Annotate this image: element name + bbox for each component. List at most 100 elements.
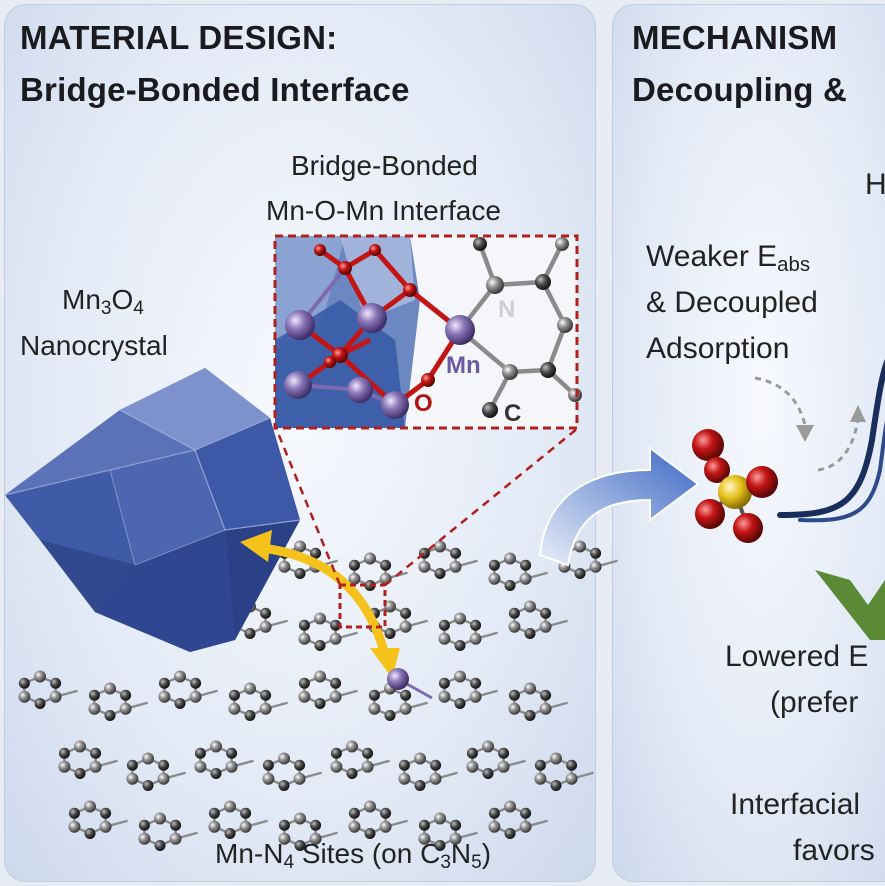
check-mark-icon xyxy=(815,570,885,640)
lattice-atom xyxy=(294,812,306,825)
lattice-atom xyxy=(438,632,451,645)
lattice-atom xyxy=(294,840,306,851)
lattice-atom xyxy=(384,600,396,613)
lattice-atom xyxy=(244,682,256,695)
lattice-atom xyxy=(418,832,431,845)
lattice-atom xyxy=(454,698,466,709)
sites-label: Mn-N4 Sites (on C3N5) xyxy=(215,838,492,873)
lattice-atom xyxy=(470,619,482,631)
lattice-atom xyxy=(294,540,306,553)
interface-inset xyxy=(275,236,582,428)
lattice-atom xyxy=(400,607,412,619)
lattice-atom xyxy=(68,820,81,833)
lattice-atom xyxy=(362,747,374,759)
zoom-line-right xyxy=(384,427,579,586)
lattice-atom xyxy=(534,772,547,785)
lattice-atom xyxy=(226,747,238,759)
lowered-label: Lowered E xyxy=(725,640,869,673)
lattice-atom xyxy=(400,689,412,701)
nanocrystal-label-line2: Nanocrystal xyxy=(20,330,168,361)
lattice-atom xyxy=(225,760,238,773)
mn3o4-nanocrystal xyxy=(4,368,301,652)
lattice-atom xyxy=(524,628,536,639)
left-title-line1: MATERIAL DESIGN: xyxy=(20,19,338,56)
lattice-atom xyxy=(380,559,392,571)
left-title-line2: Bridge-Bonded Interface xyxy=(20,71,410,108)
lattice-atom xyxy=(90,747,102,759)
lattice-atom xyxy=(278,780,290,791)
lattice-atom xyxy=(208,807,220,819)
lattice-atom xyxy=(50,677,62,689)
lattice-atom xyxy=(482,740,494,753)
atom-label-o: O xyxy=(414,390,433,417)
lattice-atom xyxy=(434,568,446,579)
lattice-atom xyxy=(539,620,552,633)
lattice-atom xyxy=(504,800,516,813)
lattice-atom xyxy=(84,828,96,839)
lattice-atom xyxy=(126,759,138,771)
lattice-atom xyxy=(488,559,500,571)
lattice-atom xyxy=(104,682,116,695)
lattice-atom xyxy=(508,607,520,619)
lattice-atom xyxy=(58,747,70,759)
lattice-atom xyxy=(99,820,112,833)
lattice-atom xyxy=(414,780,426,791)
lattice-atom xyxy=(100,807,112,819)
lattice-atom xyxy=(384,710,396,721)
lattice-atom xyxy=(470,677,482,689)
lattice-atom xyxy=(142,752,154,765)
lattice-atom xyxy=(310,819,322,831)
lattice-atom xyxy=(138,819,150,831)
energy-profile-curves xyxy=(777,358,885,523)
lattice-atom xyxy=(540,607,552,619)
lattice-atom xyxy=(294,568,306,579)
lattice-atom xyxy=(346,740,358,753)
lattice-atom xyxy=(74,740,86,753)
lattice-atom xyxy=(314,670,326,683)
lattice-atom xyxy=(298,619,310,631)
lattice-atom xyxy=(348,807,360,819)
lattice-atom xyxy=(309,832,322,845)
lattice-atom xyxy=(278,752,290,765)
lattice-atom xyxy=(210,768,222,779)
lattice-atom xyxy=(497,760,510,773)
weaker-label: Weaker Eabs xyxy=(646,240,811,277)
lattice-atom xyxy=(126,772,139,785)
lattice-atom xyxy=(524,710,536,721)
lattice-atom xyxy=(454,612,466,625)
lattice-atom xyxy=(488,807,500,819)
lattice-atom xyxy=(429,772,442,785)
lattice-atom xyxy=(348,559,360,571)
favors-label: favors xyxy=(793,834,875,867)
lattice-atom xyxy=(194,760,207,773)
zoom-source-box xyxy=(338,583,387,629)
lattice-atom xyxy=(158,690,171,703)
lattice-atom xyxy=(574,540,586,553)
lattice-atom xyxy=(158,677,170,689)
lattice-atom xyxy=(550,780,562,791)
adsorption-dashed-arrows xyxy=(754,376,860,472)
lattice-atom xyxy=(174,698,186,709)
lattice-atom xyxy=(120,689,132,701)
inset-label-line2: Mn-O-Mn Interface xyxy=(266,195,501,226)
lattice-atom xyxy=(520,559,532,571)
preferred-label: (prefer xyxy=(770,686,859,719)
lattice-atom xyxy=(368,689,380,701)
c3n5-atoms xyxy=(18,540,602,851)
lattice-atom xyxy=(104,710,116,721)
inset-border xyxy=(273,234,579,430)
mn-n4-site xyxy=(387,668,433,700)
lattice-atom xyxy=(262,759,274,771)
lattice-atom xyxy=(438,690,451,703)
lattice-atom xyxy=(348,820,361,833)
lattice-atom xyxy=(482,768,494,779)
lattice-atom xyxy=(361,760,374,773)
lattice-atom xyxy=(380,807,392,819)
lattice-atom xyxy=(566,759,578,771)
lattice-atom xyxy=(434,540,446,553)
lattice-atom xyxy=(534,759,546,771)
lattice-atom xyxy=(224,828,236,839)
lattice-atom xyxy=(18,690,31,703)
lattice-atom xyxy=(278,832,291,845)
lattice-atom xyxy=(262,772,275,785)
